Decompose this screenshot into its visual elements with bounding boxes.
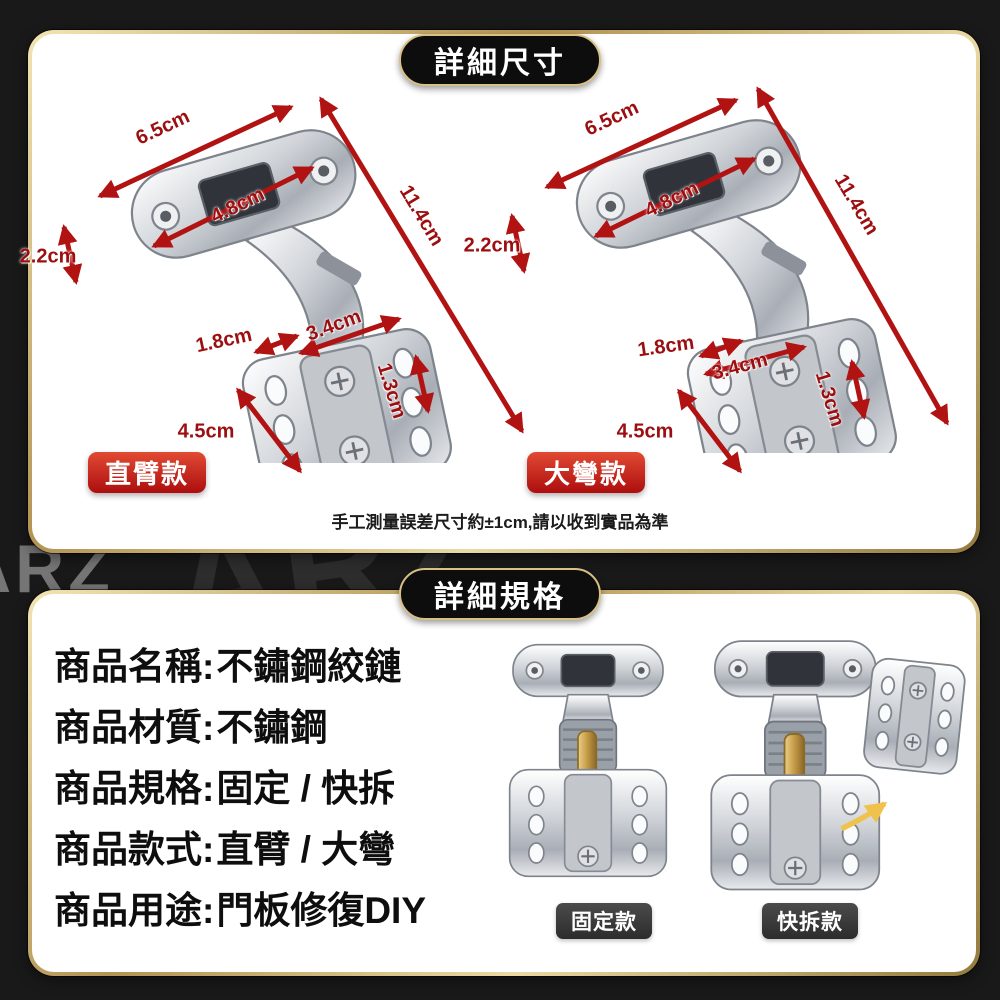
dimension-label-4-5: 4.5cm: [616, 420, 674, 443]
measurement-note: 手工測量誤差尺寸約±1cm,請以收到實品為準: [331, 513, 669, 532]
style-badge-straight-label: 直臂款: [104, 459, 189, 489]
style-badge-straight-arm: 直臂款: [88, 452, 206, 493]
spec-value: 不鏽鋼: [216, 706, 328, 748]
dimensions-title-text: 詳細尺寸: [434, 47, 566, 80]
specs-panel-title: 詳細規格: [399, 568, 601, 620]
spec-value: 固定 / 快拆: [216, 767, 396, 809]
quick-release-arrow: [840, 801, 888, 832]
specs-title-text: 詳細規格: [434, 581, 566, 614]
spec-label: 商品材質:: [54, 706, 215, 748]
spec-row-name: 商品名稱:不鏽鋼絞鏈: [54, 632, 426, 693]
dimension-label-4-5: 4.5cm: [177, 420, 235, 443]
dimension-label-thickness: 2.2cm: [463, 234, 521, 257]
spec-row-spec: 商品規格:固定 / 快拆: [54, 754, 426, 815]
spec-label: 商品款式:: [54, 828, 215, 870]
spec-value: 門板修復DIY: [216, 889, 427, 931]
variant-badge-quick-release: 快拆款: [762, 903, 858, 939]
variant-fixed-label: 固定款: [571, 911, 637, 934]
spec-row-style: 商品款式:直臂 / 大彎: [54, 815, 426, 876]
spec-value: 不鏽鋼絞鏈: [216, 645, 402, 687]
dimension-label-thickness: 2.2cm: [19, 245, 77, 268]
spec-row-use: 商品用途:門板修復DIY: [54, 876, 426, 937]
style-badge-large-bend: 大彎款: [527, 452, 645, 493]
variant-quick-label: 快拆款: [777, 911, 843, 934]
style-badge-bend-label: 大彎款: [543, 459, 628, 489]
spec-row-material: 商品材質:不鏽鋼: [54, 693, 426, 754]
spec-label: 商品用途:: [54, 889, 215, 931]
hinge-photo-large-bend: [564, 108, 902, 453]
spec-value: 直臂 / 大彎: [216, 828, 396, 870]
hinge-photo-quick-release: [709, 639, 968, 891]
spec-label: 商品規格:: [54, 767, 215, 809]
variant-badge-fixed: 固定款: [556, 903, 652, 939]
spec-label: 商品名稱:: [54, 645, 215, 687]
dimensions-panel-title: 詳細尺寸: [399, 34, 601, 86]
spec-list: 商品名稱:不鏽鋼絞鏈 商品材質:不鏽鋼 商品規格:固定 / 快拆 商品款式:直臂…: [54, 632, 426, 937]
hinge-photo-fixed: [508, 643, 668, 878]
detached-mounting-plate: [861, 656, 968, 777]
